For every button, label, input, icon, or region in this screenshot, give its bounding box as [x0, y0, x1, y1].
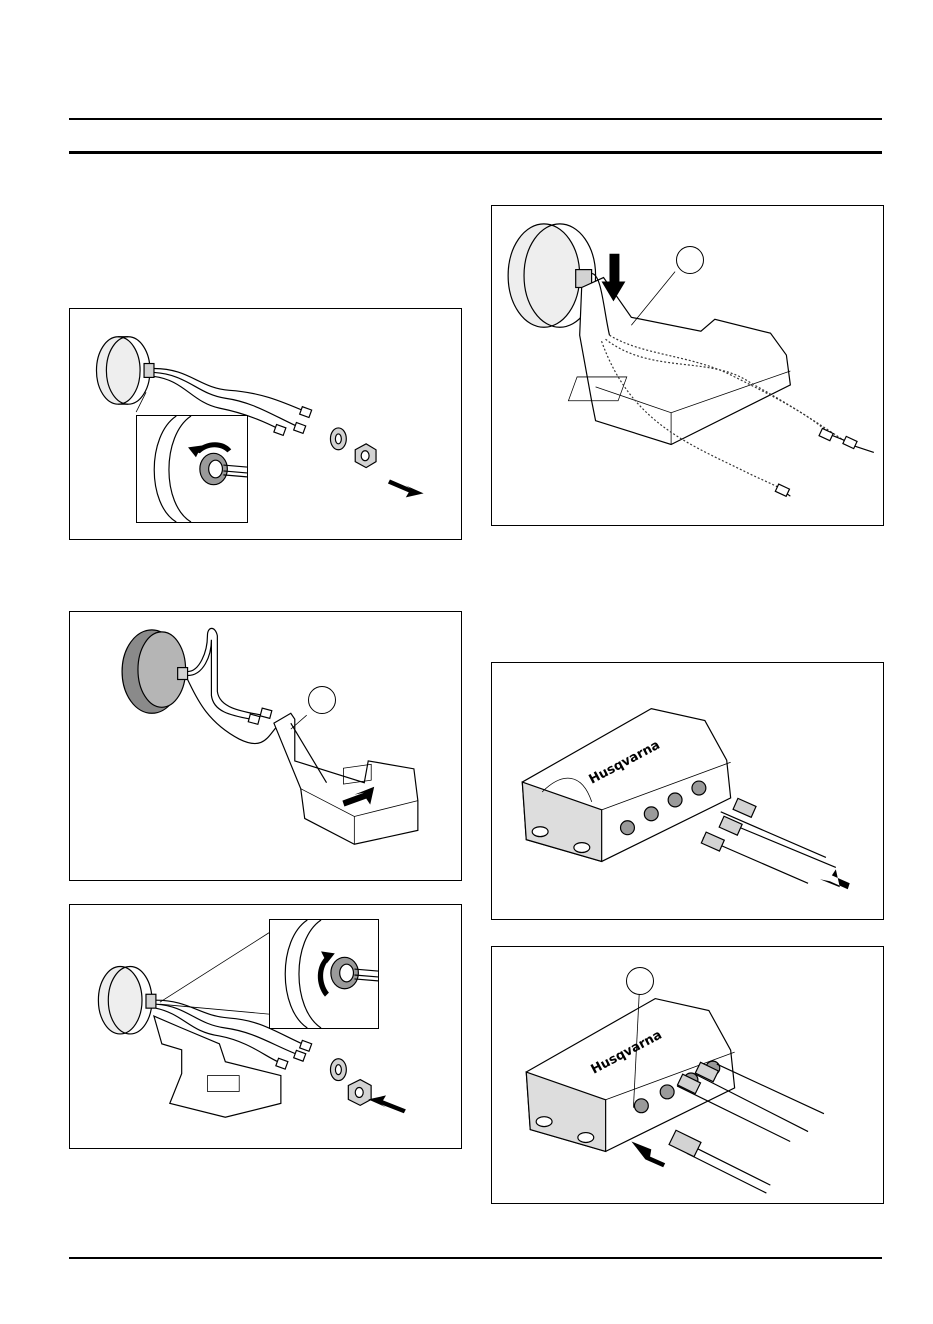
- figure-insert-bracket: [69, 611, 462, 881]
- callout-1: [308, 686, 336, 714]
- control-unit-power-illustration: Husqvarna: [492, 947, 883, 1203]
- callout-1: [676, 246, 704, 274]
- callout-1: [626, 967, 654, 995]
- antenna-bracket-tighten-illustration: [70, 905, 461, 1148]
- figure-connect-power: Husqvarna: [491, 946, 884, 1204]
- figure-connect-antennas: Husqvarna: [491, 662, 884, 920]
- figure-remove-nut: [69, 308, 462, 540]
- detail-inset: [269, 919, 379, 1029]
- push-in-arrow-icon: [631, 1141, 665, 1167]
- figure-route-cables: [491, 205, 884, 526]
- antenna-cable-illustration: [70, 309, 461, 539]
- header-rule-bottom: [69, 151, 882, 154]
- detail-inset: [136, 415, 248, 523]
- push-in-arrow-icon: [820, 869, 850, 889]
- bracket-insert-illustration: [70, 612, 461, 880]
- control-unit-antenna-illustration: Husqvarna: [492, 663, 883, 919]
- header-rule-top: [69, 118, 882, 120]
- push-in-arrow-icon: [368, 1095, 406, 1113]
- pull-out-arrow-icon: [388, 480, 424, 498]
- footer-rule: [69, 1257, 882, 1259]
- figure-tighten-nut: [69, 904, 462, 1149]
